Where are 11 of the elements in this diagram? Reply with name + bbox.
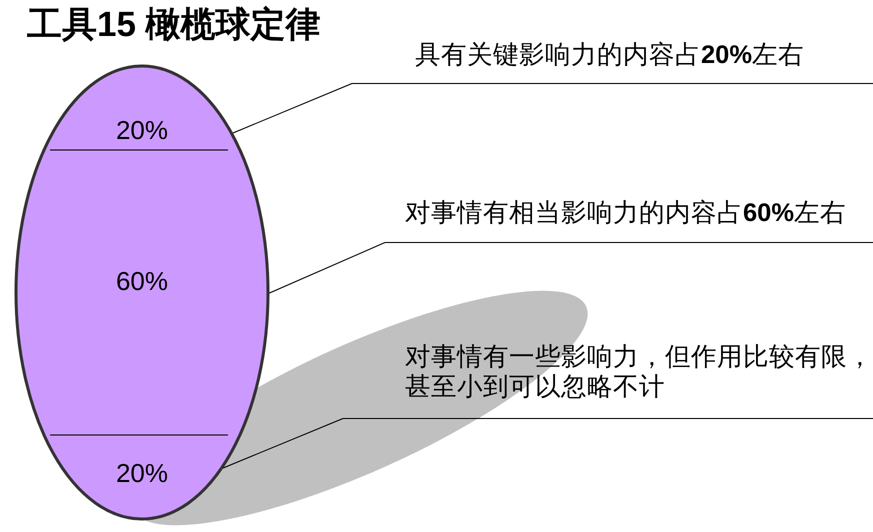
percent-label: 20% xyxy=(114,459,169,487)
leader-line xyxy=(232,83,352,134)
leader-line xyxy=(222,418,344,468)
ellipse-segment xyxy=(42,435,242,521)
percent-label: 60% xyxy=(114,267,170,295)
annotation-text: 对事情有相当影响力的内容占60%左右 xyxy=(385,186,873,243)
diagram-title: 工具15 橄榄球定律 xyxy=(27,5,321,45)
annotation-text: 具有关键影响力的内容占20%左右 xyxy=(352,28,873,84)
leader-line xyxy=(269,242,386,294)
annotation-text: 对事情有一些影响力，但作用比较有限，甚至小到可以忽略不计 xyxy=(343,330,873,419)
percent-label: 20% xyxy=(114,116,169,144)
